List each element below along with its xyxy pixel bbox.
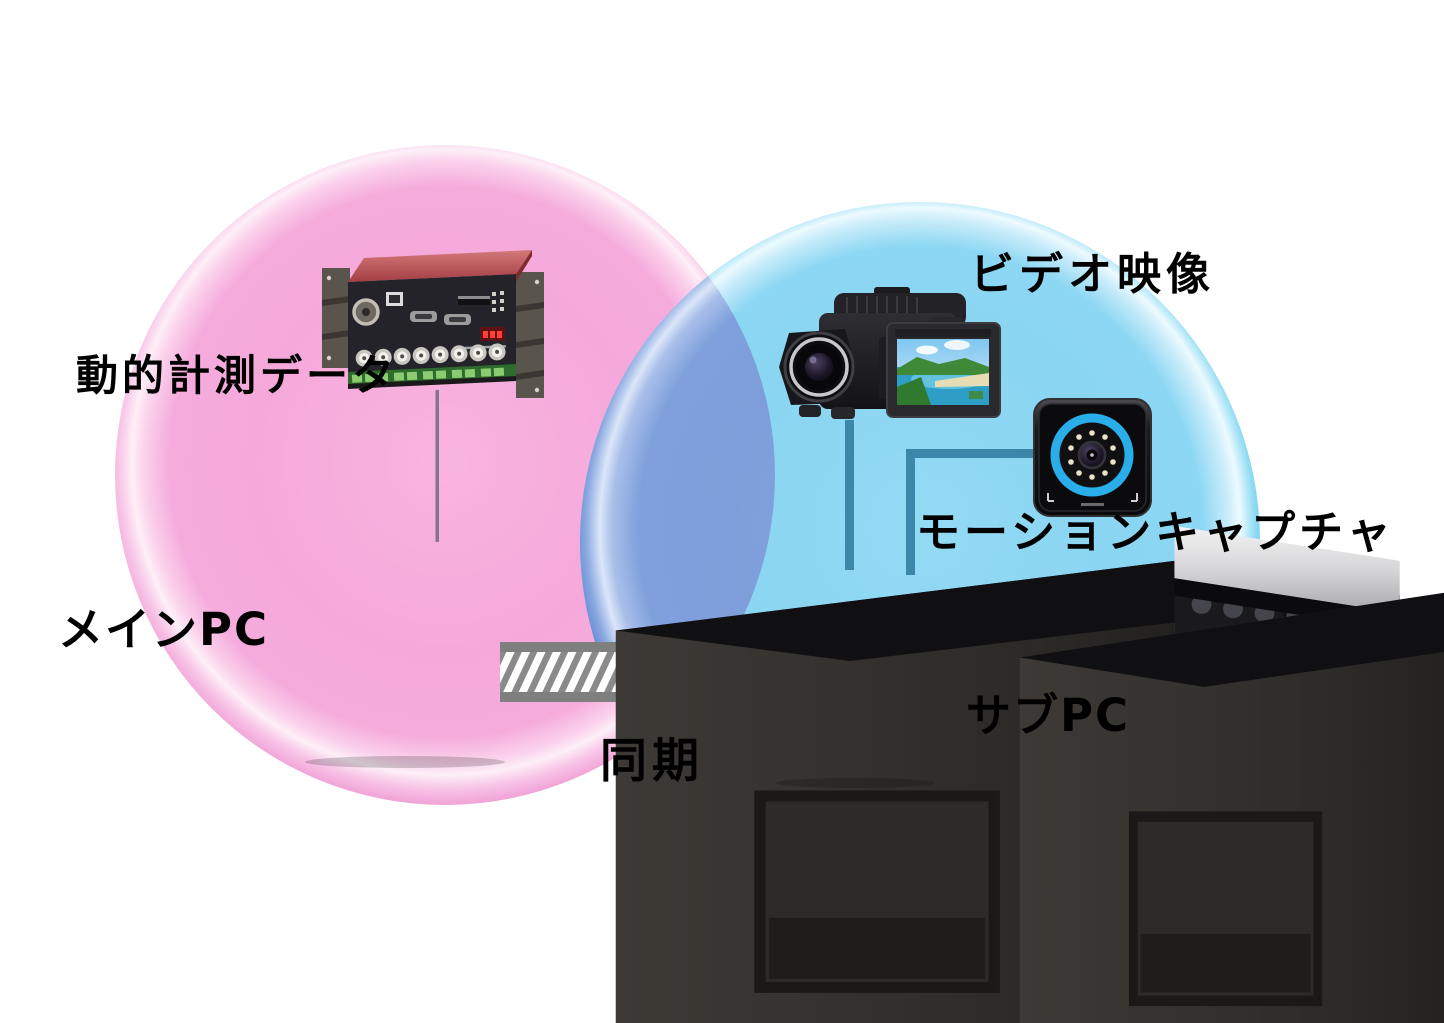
gloss-streak [99,796,231,840]
daq-left-bracket [322,268,350,368]
label-measurement-data: 動的計測データ [76,351,399,400]
camera-connector-line [845,420,854,570]
daq-top [348,250,532,282]
daq-connector-line [435,390,439,542]
daq-right-bracket [516,272,544,398]
label-main-pc: メインPC [58,603,270,656]
data-logger-icon [322,250,544,398]
label-sync: 同期 [600,734,704,789]
mocap-connector-line [906,449,1038,575]
camcorder-lcd [886,322,1001,418]
mocap-led-ring [1068,430,1116,480]
video-camera-icon [779,287,1001,419]
camcorder-lens [779,329,855,419]
motion-capture-camera-icon [1033,398,1152,517]
daq-top-edge [516,250,532,282]
daq-bnc-row [355,343,506,367]
label-motion-capture: モーションキャプチャ [916,507,1395,558]
label-video-footage: ビデオ映像 [970,249,1215,300]
label-sub-pc: サブPC [966,689,1131,742]
